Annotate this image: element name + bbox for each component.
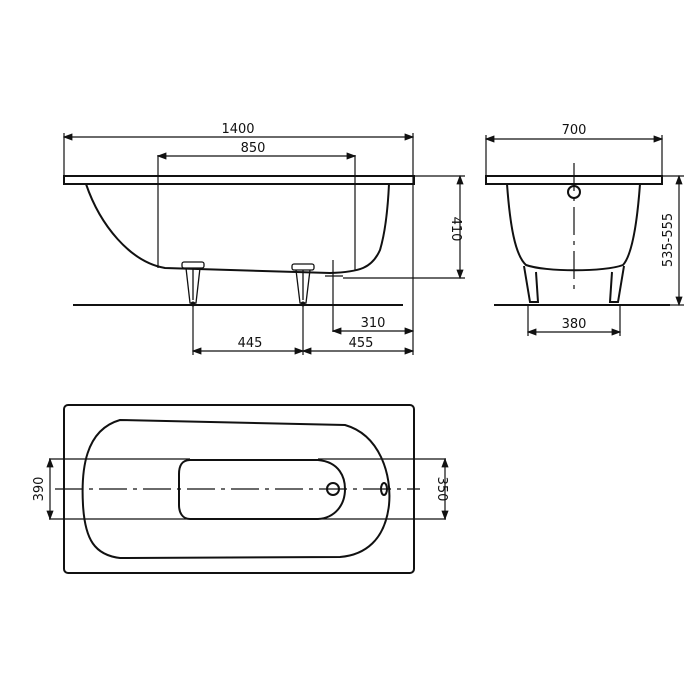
dim-850: 850 bbox=[241, 141, 266, 156]
plan-floor-area bbox=[178, 459, 347, 520]
dim-380: 380 bbox=[562, 317, 587, 332]
plan-view: 390 350 bbox=[32, 404, 449, 574]
foot-left bbox=[181, 261, 205, 307]
foot-right bbox=[291, 263, 315, 307]
end-view: 700 535-555 380 bbox=[484, 123, 684, 336]
dim-310: 310 bbox=[361, 316, 386, 331]
end-foot-left bbox=[523, 265, 540, 303]
dim-390: 390 bbox=[32, 477, 47, 502]
side-body-outline bbox=[85, 183, 390, 275]
side-rim bbox=[63, 175, 415, 185]
end-foot-right bbox=[608, 265, 625, 303]
dim-1400: 1400 bbox=[221, 122, 254, 137]
plan-inner-basin bbox=[81, 418, 391, 560]
dim-445: 445 bbox=[238, 336, 263, 351]
end-body-outline bbox=[506, 183, 641, 272]
dim-455: 455 bbox=[349, 336, 374, 351]
dim-535-555: 535-555 bbox=[661, 213, 676, 267]
side-view: 1400 850 410 310 445 455 bbox=[62, 122, 465, 355]
dim-350: 350 bbox=[434, 477, 449, 502]
dim-700: 700 bbox=[562, 123, 587, 138]
dim-410: 410 bbox=[448, 217, 463, 242]
